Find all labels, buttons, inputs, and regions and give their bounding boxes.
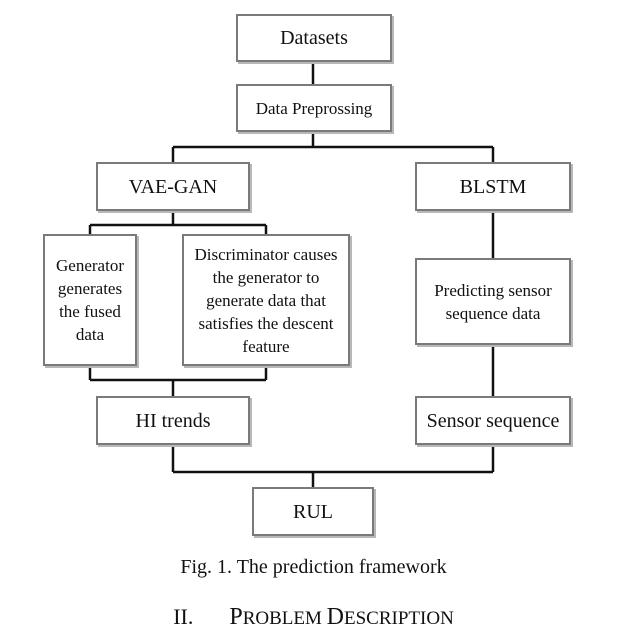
node-rul-label: RUL — [293, 500, 333, 523]
node-blstm-label: BLSTM — [459, 175, 527, 198]
node-discriminator: Discriminator causes the generator to ge… — [182, 234, 350, 366]
section-title-part: P — [229, 604, 243, 630]
node-predicting-label: Predicting sensor sequence data — [434, 280, 552, 323]
node-discriminator-label: Discriminator causes the generator to ge… — [194, 244, 338, 356]
section-number: II. — [173, 604, 194, 629]
section-title: PROBLEM DESCRIPTION — [229, 604, 453, 631]
node-sensor-sequence-label: Sensor sequence — [426, 409, 560, 432]
node-vae-gan: VAE-GAN — [96, 162, 250, 211]
node-data-preprocessing-label: Data Preprossing — [255, 98, 373, 118]
node-datasets: Datasets — [236, 14, 392, 62]
figure-caption: Fig. 1. The prediction framework — [0, 556, 627, 579]
section-heading: II. PROBLEM DESCRIPTION — [0, 604, 627, 631]
section-title-part: ESCRIPTION — [344, 608, 454, 629]
section-title-part: ROBLEM — [242, 608, 327, 629]
node-data-preprocessing: Data Preprossing — [236, 84, 392, 132]
figure-caption-text: Fig. 1. The prediction framework — [180, 556, 447, 578]
section-title-part: D — [326, 604, 344, 630]
node-hi-trends-label: HI trends — [135, 409, 211, 432]
node-sensor-sequence: Sensor sequence — [415, 396, 571, 445]
node-predicting-sensor-sequence: Predicting sensor sequence data — [415, 258, 571, 345]
node-blstm: BLSTM — [415, 162, 571, 211]
node-rul: RUL — [252, 487, 374, 536]
node-generator: Generator generates the fused data — [43, 234, 137, 366]
node-generator-label: Generator generates the fused data — [56, 256, 124, 344]
node-datasets-label: Datasets — [280, 27, 348, 49]
node-hi-trends: HI trends — [96, 396, 250, 445]
node-vae-gan-label: VAE-GAN — [128, 175, 218, 198]
